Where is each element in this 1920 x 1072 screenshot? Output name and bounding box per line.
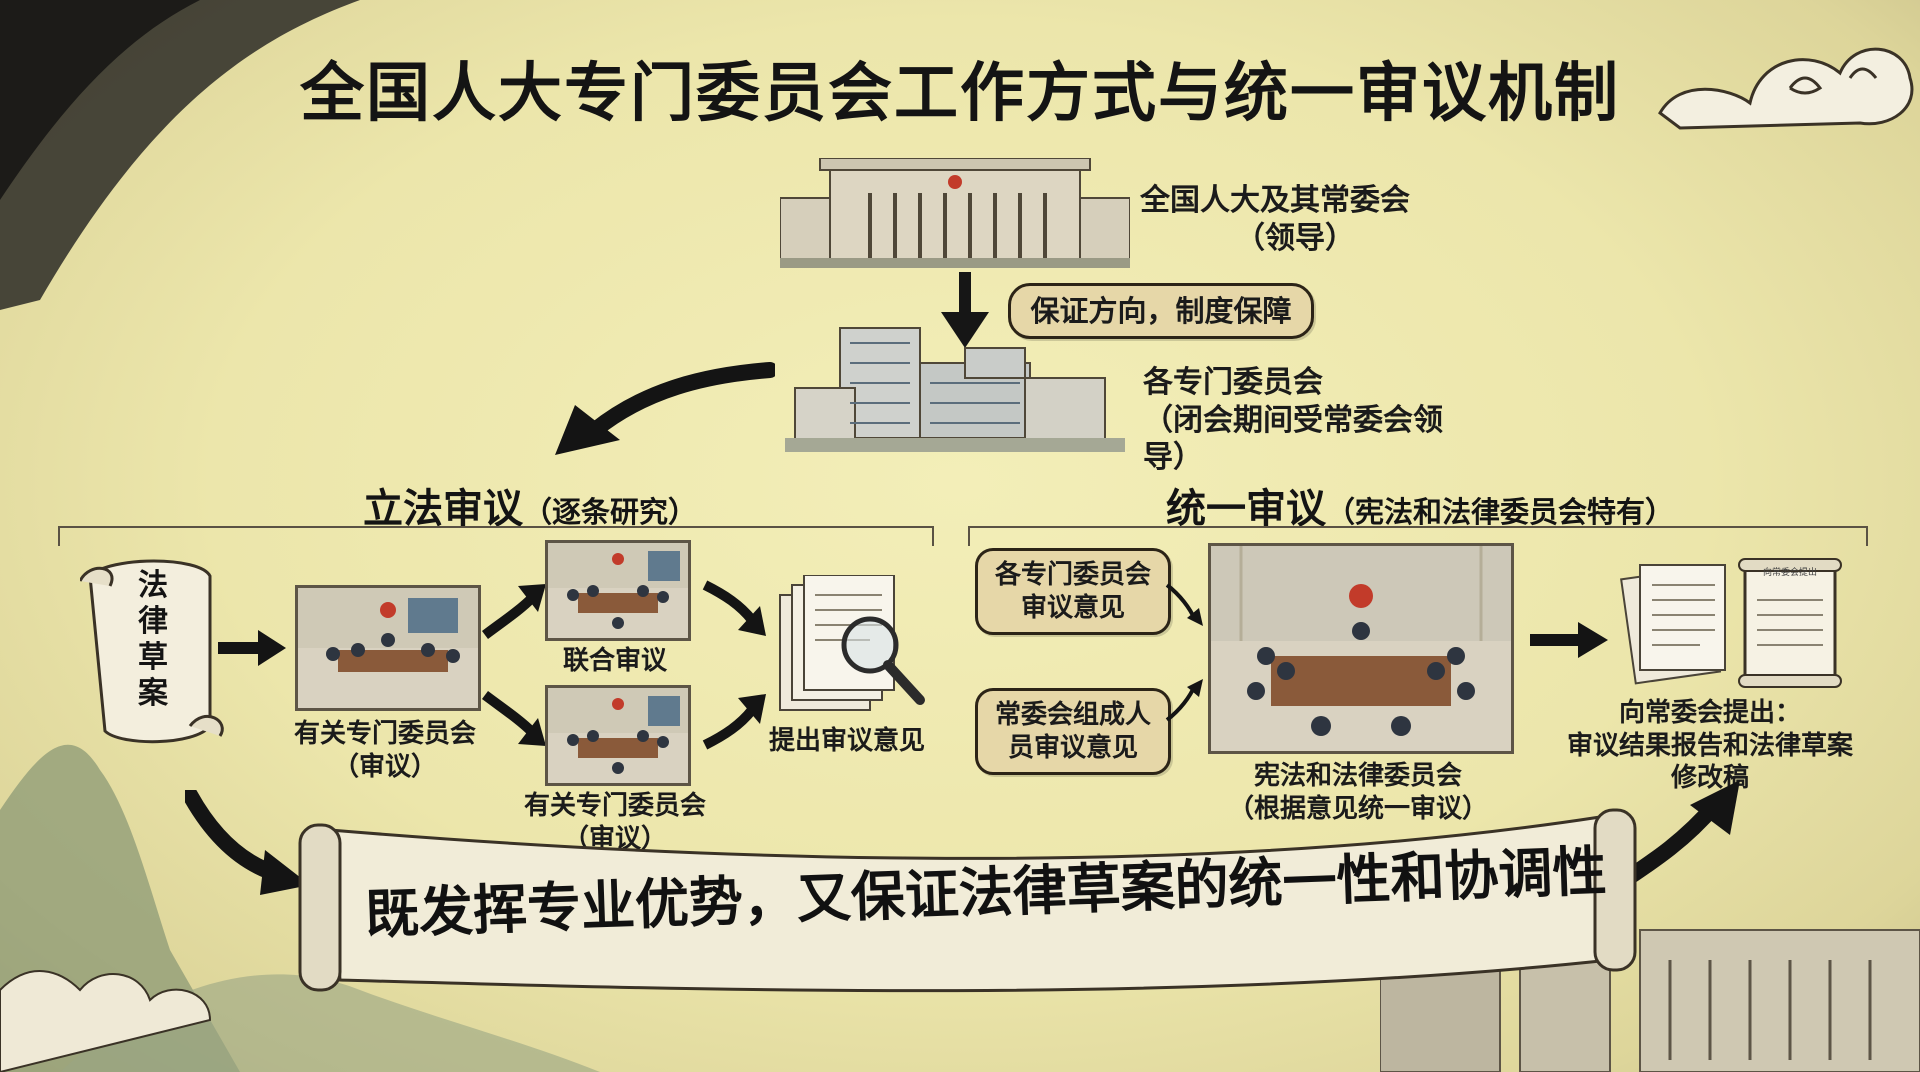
- law-committee-name: 宪法和法律委员会: [1253, 761, 1462, 791]
- draft-law-scroll-icon: [80, 559, 224, 744]
- legislative-review-note: （逐条研究）: [522, 495, 697, 529]
- unified-review-note: （宪法和法律委员会特有）: [1325, 495, 1674, 529]
- right-arrow-icon: [1530, 622, 1608, 658]
- page-title: 全国人大专门委员会工作方式与统一审议机制: [300, 57, 1620, 131]
- brush-arrow-left-icon: [555, 362, 775, 455]
- submission-label: 向常委会提出： 审议结果报告和法律草案 修改稿: [1555, 697, 1865, 795]
- right-section-bracket: [968, 526, 1868, 546]
- legislative-review-heading: 立法审议（逐条研究）: [320, 476, 740, 534]
- direction-bubble: 保证方向，制度保障: [1008, 283, 1314, 339]
- npc-role: （领导）: [1235, 220, 1355, 256]
- down-right-arrow-icon: [702, 580, 766, 636]
- unified-review-heading: 统一审议（宪法和法律委员会特有）: [1130, 476, 1710, 534]
- down-right-arrow-icon: [482, 690, 546, 746]
- legislative-review-title: 立法审议: [362, 486, 523, 532]
- committees-name: 各专门委员会: [1143, 365, 1323, 400]
- submission-scroll-title: 向常委会提出: [1762, 568, 1817, 578]
- brush-arrow-down-right-icon: [185, 790, 310, 895]
- committees-opinion-line: 审议意见: [1020, 592, 1125, 623]
- down-arrow-icon: [941, 272, 989, 348]
- committees-opinion-line: 各专门委员会: [994, 560, 1151, 590]
- committees-role: （闭会期间受常委会领导）: [1143, 402, 1443, 476]
- committee-meeting-2-illustration: [545, 685, 691, 786]
- city-decoration: [1380, 929, 1920, 1072]
- scroll-char: 法: [138, 568, 168, 603]
- document-magnifier-icon: [779, 575, 925, 711]
- joint-review-label: 联合审议: [562, 646, 667, 676]
- scroll-char: 草: [138, 640, 168, 675]
- members-opinion-line: 员审议意见: [1007, 732, 1138, 763]
- scroll-char: 案: [138, 676, 168, 711]
- npc-name: 全国人大及其常委会: [1140, 183, 1410, 218]
- great-hall-illustration: [780, 158, 1130, 268]
- committee-review-role: （审议）: [332, 751, 437, 782]
- submission-line: 审议结果报告和法律草案: [1566, 730, 1853, 761]
- members-opinion-line: 常委会组成人: [994, 700, 1151, 730]
- report-document-icon: [1620, 564, 1726, 685]
- joint-review-illustration: [545, 540, 691, 641]
- cloud-decoration: [1658, 47, 1914, 130]
- law-committee-role: （根据意见统一审议）: [1227, 793, 1488, 824]
- up-right-arrow-icon: [482, 584, 546, 640]
- committee-review-2-name: 有关专门委员会: [523, 791, 706, 821]
- committee-review-name: 有关专门委员会: [293, 719, 476, 749]
- small-arrow-icon: [1165, 679, 1203, 722]
- law-committee-label: 宪法和法律委员会 （根据意见统一审议）: [1198, 760, 1518, 825]
- committee-building-illustration: [785, 327, 1125, 452]
- left-section-bracket: [58, 526, 934, 546]
- scroll-char: 律: [138, 604, 168, 639]
- committees-opinion-bubble: 各专门委员会 审议意见: [975, 548, 1171, 635]
- members-opinion-bubble: 常委会组成人 员审议意见: [975, 688, 1171, 775]
- ink-stroke-decoration: [0, 0, 360, 310]
- committee-meeting-illustration: [295, 585, 481, 711]
- mountain-decoration: [0, 744, 600, 1072]
- submission-line: 向常委会提出：: [1618, 698, 1801, 728]
- npc-label: 全国人大及其常委会 （领导）: [1140, 182, 1440, 257]
- right-arrow-icon: [218, 630, 286, 666]
- opinion-label: 提出审议意见: [768, 726, 925, 756]
- submission-scroll-icon: [1738, 558, 1842, 688]
- up-right-arrow-icon: [702, 694, 766, 750]
- small-arrow-icon: [1165, 583, 1203, 626]
- committee-review-label: 有关专门委员会 （审议）: [278, 718, 492, 783]
- banner-scroll-shape: [298, 808, 1637, 993]
- law-committee-meeting-illustration: [1208, 543, 1514, 754]
- draft-law-scroll-text: 法 律 草 案: [128, 568, 178, 712]
- committees-label: 各专门委员会 （闭会期间受常委会领导）: [1143, 364, 1483, 477]
- unified-review-title: 统一审议: [1165, 486, 1326, 532]
